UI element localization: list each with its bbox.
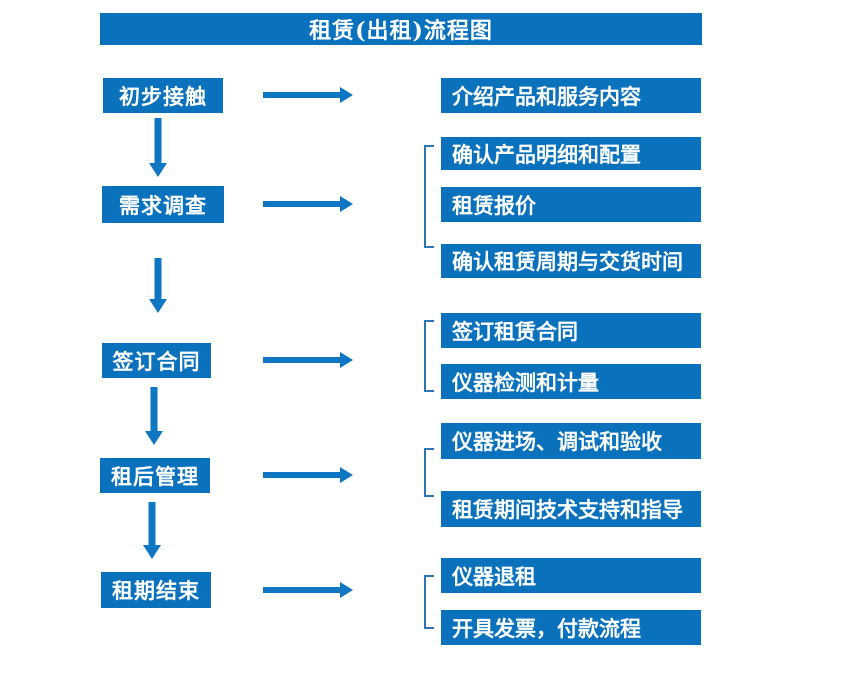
right-arrow-3 xyxy=(263,352,353,368)
arrow-shaft xyxy=(150,387,158,432)
detail-box-introduce-products: 介绍产品和服务内容 xyxy=(441,78,701,113)
arrow-shaft xyxy=(148,502,156,546)
stage-box-initial-contact: 初步接触 xyxy=(103,78,223,113)
arrow-head-icon xyxy=(340,352,353,368)
arrow-head-icon xyxy=(149,299,167,313)
arrow-shaft xyxy=(263,92,341,98)
detail-box-tech-support: 租赁期间技术支持和指导 xyxy=(441,491,701,527)
bracket-rental-end xyxy=(424,575,434,629)
stage-box-demand-survey: 需求调查 xyxy=(102,186,224,223)
arrow-shaft xyxy=(154,258,162,300)
detail-box-instrument-testing: 仪器检测和计量 xyxy=(441,364,701,399)
down-arrow-1 xyxy=(149,118,167,177)
arrow-head-icon xyxy=(145,431,163,445)
arrow-shaft xyxy=(263,472,341,478)
stage-box-sign-contract: 签订合同 xyxy=(102,343,211,378)
flowchart-title: 租赁(出租)流程图 xyxy=(100,13,702,45)
detail-box-confirm-period-delivery: 确认租赁周期与交货时间 xyxy=(441,244,701,278)
bracket-demand-survey xyxy=(424,145,434,248)
arrow-shaft xyxy=(263,357,341,363)
detail-box-rental-quote: 租赁报价 xyxy=(441,187,701,222)
right-arrow-1 xyxy=(263,87,353,103)
detail-box-sign-rental-contract: 签订租赁合同 xyxy=(441,313,701,348)
detail-box-instrument-setup-acceptance: 仪器进场、调试和验收 xyxy=(441,423,701,459)
down-arrow-3 xyxy=(145,387,163,445)
arrow-shaft xyxy=(263,201,341,207)
arrow-head-icon xyxy=(340,467,353,483)
arrow-head-icon xyxy=(149,163,167,177)
arrow-head-icon xyxy=(143,545,161,559)
bracket-post-rental-management xyxy=(424,448,434,497)
right-arrow-4 xyxy=(263,467,353,483)
right-arrow-5 xyxy=(263,582,353,598)
detail-box-invoice-payment: 开具发票，付款流程 xyxy=(441,610,701,645)
arrow-head-icon xyxy=(340,87,353,103)
stage-box-rental-end: 租期结束 xyxy=(101,572,211,608)
arrow-head-icon xyxy=(340,196,353,212)
detail-box-confirm-product-config: 确认产品明细和配置 xyxy=(441,137,701,170)
bracket-sign-contract xyxy=(424,320,434,392)
arrow-shaft xyxy=(154,118,162,164)
arrow-head-icon xyxy=(340,582,353,598)
down-arrow-4 xyxy=(143,502,161,559)
right-arrow-2 xyxy=(263,196,353,212)
stage-box-post-rental-management: 租后管理 xyxy=(100,458,210,493)
detail-box-instrument-return: 仪器退租 xyxy=(441,558,701,593)
down-arrow-2 xyxy=(149,258,167,313)
arrow-shaft xyxy=(263,587,341,593)
